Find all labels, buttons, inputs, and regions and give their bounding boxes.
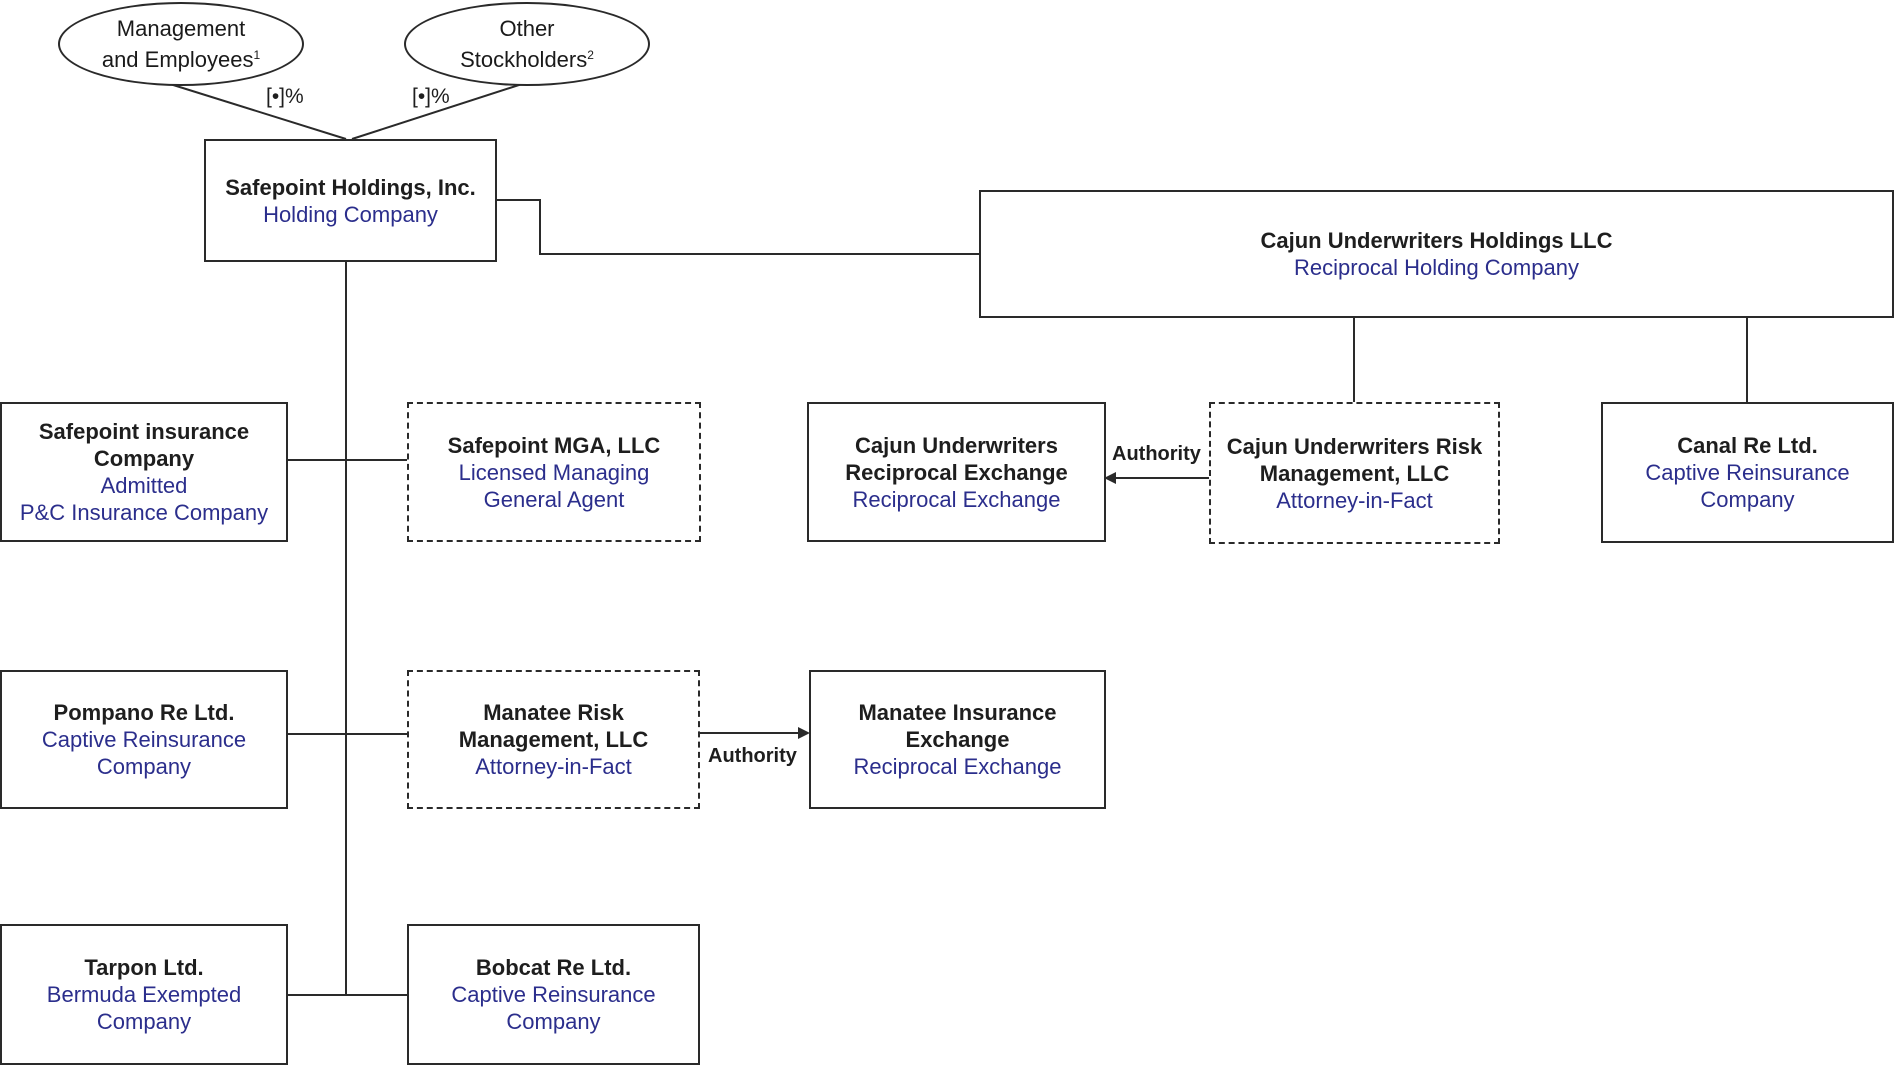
cajun-risk-node: Cajun Underwriters Risk Management, LLC …: [1209, 402, 1500, 544]
entity-name: Manatee Risk Management, LLC: [458, 700, 649, 752]
entity-description: Captive Reinsurance Company: [451, 982, 656, 1034]
management-ownership-percent: [•]%: [266, 85, 304, 108]
management-stockholder-node: Management and Employees1: [58, 2, 304, 86]
management-footnote: 1: [253, 48, 261, 62]
entity-name: Tarpon Ltd.: [84, 955, 204, 980]
entity-description: Captive Reinsurance Company: [1645, 460, 1850, 512]
holdings-to-cajun-line: [496, 199, 980, 255]
entity-name: Bobcat Re Ltd.: [475, 955, 632, 980]
cajun-authority-label: Authority: [1112, 443, 1201, 465]
canal-re-node: Canal Re Ltd. Captive Reinsurance Compan…: [1601, 402, 1894, 543]
other-line2: Stockholders: [460, 47, 588, 72]
entity-name: Manatee Insurance Exchange: [858, 700, 1057, 752]
entity-description: Licensed Managing General Agent: [458, 459, 650, 512]
pompano-re-node: Pompano Re Ltd. Captive Reinsurance Comp…: [0, 670, 288, 809]
other-line1: Other: [499, 16, 555, 41]
safepoint-holdings-node: Safepoint Holdings, Inc. Holding Company: [204, 139, 497, 262]
entity-name: Canal Re Ltd.: [1677, 433, 1818, 458]
management-line2: and Employees: [101, 47, 254, 72]
entity-description: Attorney-in-Fact: [475, 754, 632, 779]
management-line2-wrap: and Employees1: [102, 44, 260, 75]
other-line2-wrap: Stockholders2: [460, 44, 594, 75]
entity-name: Cajun Underwriters Holdings LLC: [1260, 228, 1613, 253]
safepoint-mga-node: Safepoint MGA, LLC Licensed Managing Gen…: [407, 402, 701, 542]
entity-description: Captive Reinsurance Company: [41, 727, 247, 779]
other-footnote: 2: [587, 48, 594, 62]
entity-description: Reciprocal Exchange: [853, 754, 1062, 779]
management-line1: Management: [116, 16, 246, 41]
entity-description: Attorney-in-Fact: [1276, 487, 1433, 513]
manatee-authority-label: Authority: [708, 745, 797, 767]
entity-name: Safepoint Holdings, Inc.: [225, 174, 476, 200]
entity-name: Cajun Underwriters Reciprocal Exchange: [845, 432, 1068, 485]
entity-name: Cajun Underwriters Risk Management, LLC: [1226, 433, 1483, 486]
manatee-risk-node: Manatee Risk Management, LLC Attorney-in…: [407, 670, 700, 809]
cajun-exchange-node: Cajun Underwriters Reciprocal Exchange R…: [807, 402, 1106, 542]
entity-name: Safepoint MGA, LLC: [447, 432, 661, 458]
management-ownership-line: [169, 83, 347, 140]
tarpon-node: Tarpon Ltd. Bermuda Exempted Company: [0, 924, 288, 1065]
cajun-holdings-node: Cajun Underwriters Holdings LLC Reciproc…: [979, 190, 1894, 318]
bobcat-re-node: Bobcat Re Ltd. Captive Reinsurance Compa…: [407, 924, 700, 1065]
entity-description: Holding Company: [263, 201, 438, 227]
manatee-exchange-node: Manatee Insurance Exchange Reciprocal Ex…: [809, 670, 1106, 809]
entity-description: Bermuda Exempted Company: [46, 982, 242, 1034]
other-ownership-line: [351, 83, 523, 140]
entity-name: Safepoint insurance Company: [38, 419, 250, 471]
entity-description: Admitted P&C Insurance Company: [19, 473, 269, 525]
entity-description: Reciprocal Holding Company: [1294, 255, 1579, 280]
safepoint-insurance-node: Safepoint insurance Company Admitted P&C…: [0, 402, 288, 542]
other-ownership-percent: [•]%: [412, 85, 450, 108]
entity-name: Pompano Re Ltd.: [53, 700, 235, 725]
other-stockholder-node: Other Stockholders2: [404, 2, 650, 86]
entity-description: Reciprocal Exchange: [852, 486, 1061, 512]
